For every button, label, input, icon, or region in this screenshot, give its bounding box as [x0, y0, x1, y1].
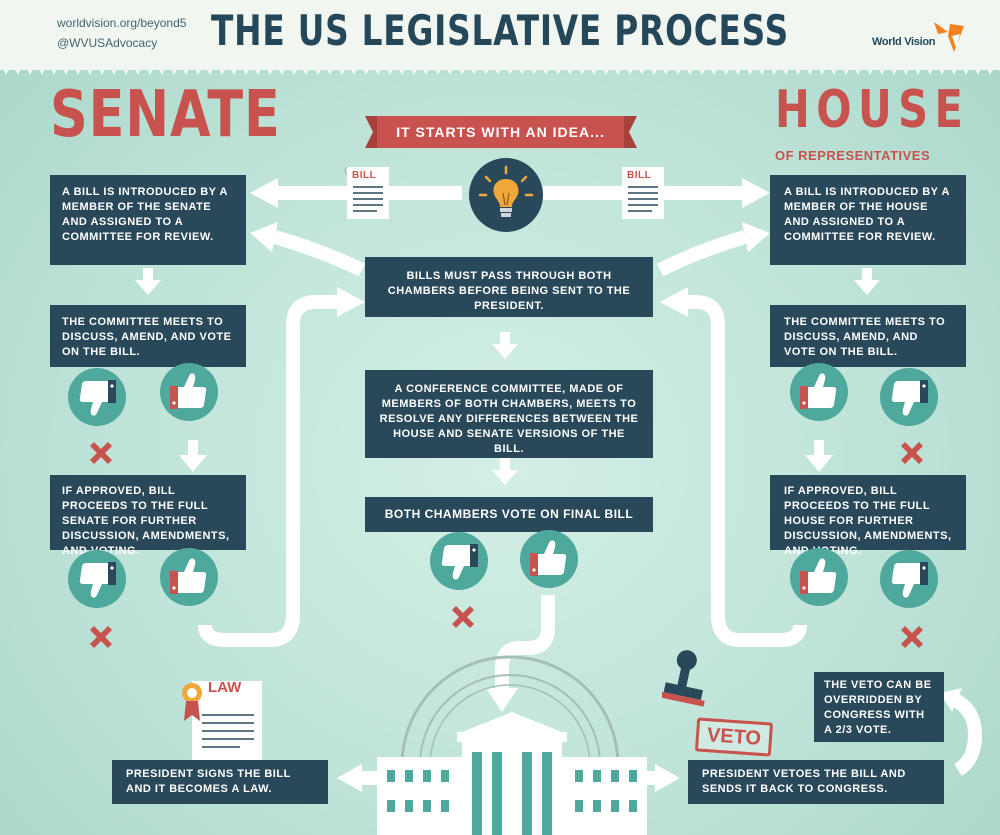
x-mark-icon: [901, 442, 923, 464]
house-floor-thumbs-up-icon: [790, 548, 848, 606]
header-url[interactable]: worldvision.org/beyond5: [57, 16, 187, 30]
house-step3-box: IF APPROVED, BILL PROCEEDS TO THE FULL H…: [770, 475, 966, 557]
president-vetoes-box: PRESIDENT VETOES THE BILL AND SENDS IT B…: [688, 760, 944, 804]
law-document-icon: [182, 681, 262, 763]
senate-step3-text: IF APPROVED, BILL PROCEEDS TO THE FULL S…: [62, 485, 230, 557]
senate-title: SENATE: [50, 78, 281, 152]
house-step2-text: THE COMMITTEE MEETS TO DISCUSS, AMEND, A…: [784, 316, 946, 358]
senate-floor-thumbs-down-icon: [68, 550, 126, 608]
lightbulb-icon: [469, 158, 543, 232]
veto-stamp-icon: [662, 650, 705, 707]
house-step1-box: A BILL IS INTRODUCED BY A MEMBER OF THE …: [770, 175, 966, 265]
veto-override-box: THE VETO CAN BE OVERRIDDEN BY CONGRESS W…: [814, 672, 944, 742]
senate-step1-box: A BILL IS INTRODUCED BY A MEMBER OF THE …: [50, 175, 246, 265]
final-vote-box: BOTH CHAMBERS VOTE ON FINAL BILL: [365, 497, 653, 532]
final-vote-thumbs-down-icon: [430, 532, 488, 590]
house-committee-thumbs-up-icon: [790, 363, 848, 421]
house-step3-text: IF APPROVED, BILL PROCEEDS TO THE FULL H…: [784, 485, 952, 557]
conference-committee-box: A CONFERENCE COMMITTEE, MADE OF MEMBERS …: [365, 370, 653, 458]
president-signs-box: PRESIDENT SIGNS THE BILL AND IT BECOMES …: [112, 760, 328, 804]
zigzag-border: [0, 63, 1000, 75]
house-bill-tag: BILL: [627, 170, 652, 181]
senate-committee-thumbs-down-icon: [68, 368, 126, 426]
final-vote-text: BOTH CHAMBERS VOTE ON FINAL BILL: [384, 507, 634, 521]
president-signs-text: PRESIDENT SIGNS THE BILL AND IT BECOMES …: [126, 768, 291, 795]
x-mark-icon: [901, 626, 923, 648]
house-committee-thumbs-down-icon: [880, 368, 938, 426]
x-mark-icon: [90, 442, 112, 464]
world-vision-logo-text: World Vision: [872, 36, 936, 48]
x-mark-icon: [452, 606, 474, 628]
senate-committee-thumbs-up-icon: [160, 363, 218, 421]
house-floor-thumbs-down-icon: [880, 550, 938, 608]
house-step2-box: THE COMMITTEE MEETS TO DISCUSS, AMEND, A…: [770, 305, 966, 367]
senate-step2-text: THE COMMITTEE MEETS TO DISCUSS, AMEND, A…: [62, 316, 232, 358]
world-vision-logo-icon: [934, 22, 964, 52]
senate-step1-text: A BILL IS INTRODUCED BY A MEMBER OF THE …: [62, 186, 228, 243]
both-chambers-box: BILLS MUST PASS THROUGH BOTH CHAMBERS BE…: [365, 257, 653, 317]
idea-ribbon: IT STARTS WITH AN IDEA...: [377, 116, 624, 148]
senate-bill-tag: BILL: [352, 170, 377, 181]
house-subtitle: OF REPRESENTATIVES: [775, 148, 931, 163]
both-chambers-text: BILLS MUST PASS THROUGH BOTH CHAMBERS BE…: [387, 270, 631, 312]
final-vote-thumbs-up-icon: [520, 530, 578, 588]
president-vetoes-text: PRESIDENT VETOES THE BILL AND SENDS IT B…: [702, 768, 906, 795]
senate-bill-document-icon: [344, 166, 389, 219]
header-handle[interactable]: @WVUSAdvocacy: [57, 36, 158, 50]
white-house-icon: [377, 712, 647, 835]
veto-tag: VETO: [694, 717, 774, 757]
page-title: THE US LEGISLATIVE PROCESS: [211, 6, 789, 55]
law-tag: LAW: [208, 679, 242, 696]
senate-step3-box: IF APPROVED, BILL PROCEEDS TO THE FULL S…: [50, 475, 246, 557]
header-bar: [0, 0, 1000, 70]
senate-step2-box: THE COMMITTEE MEETS TO DISCUSS, AMEND, A…: [50, 305, 246, 367]
conference-committee-text: A CONFERENCE COMMITTEE, MADE OF MEMBERS …: [379, 383, 639, 455]
house-step1-text: A BILL IS INTRODUCED BY A MEMBER OF THE …: [784, 186, 950, 243]
house-bill-document-icon: [622, 167, 664, 219]
house-title: HOUSE: [775, 80, 970, 140]
senate-floor-thumbs-up-icon: [160, 548, 218, 606]
veto-override-text: THE VETO CAN BE OVERRIDDEN BY CONGRESS W…: [824, 679, 932, 736]
x-mark-icon: [90, 626, 112, 648]
